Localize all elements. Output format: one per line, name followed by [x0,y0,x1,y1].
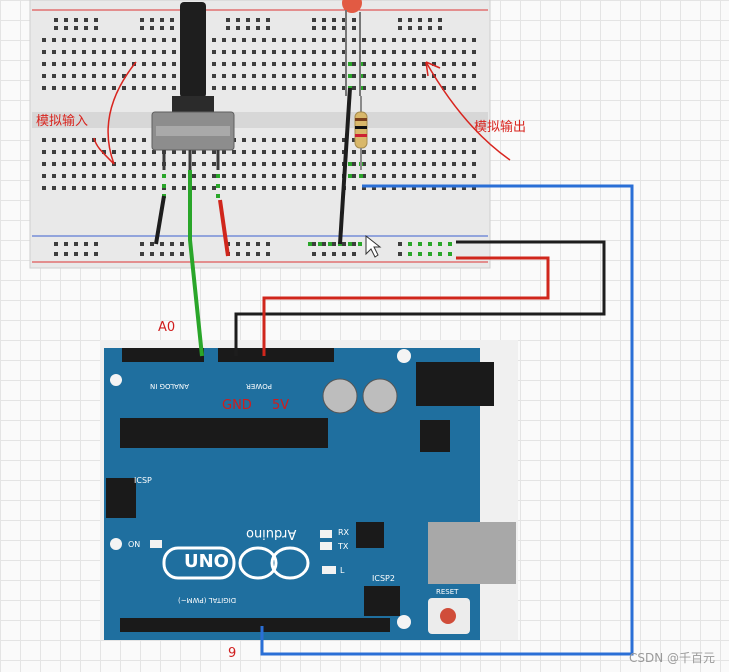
board-digital-text: DIGITAL (PWM~) [178,596,237,604]
potentiometer [151,2,235,170]
arrow-input [93,61,137,165]
label-pin-a0: A0 [158,320,176,335]
annotation-arrows [93,61,511,165]
wire-blue-pin9 [260,184,634,656]
board-analog-in-text: ANALOG IN [150,382,189,390]
label-pin-9: 9 [228,646,237,661]
board-tx-text: TX [338,542,349,551]
board-logo [162,546,310,580]
breadboard-holes [42,18,476,256]
board-icsp2-text: ICSP2 [372,574,395,583]
led-wire-black [338,87,352,245]
board-rx-text: RX [338,528,350,537]
resistor [354,96,368,170]
label-analog-input: 模拟输入 [36,114,89,129]
board-l-text: L [340,566,345,575]
mouse-cursor-icon [365,234,382,258]
board-icsp-text: ICSP [134,476,152,485]
watermark: CSDN @千百元 [628,651,715,665]
power-header [218,348,334,362]
arduino-board [100,340,518,640]
breadboard-center-channel [32,112,488,128]
label-pin-5v: 5V [272,398,290,413]
wire-red-5v [262,256,550,356]
board-power-text: POWER [246,382,272,390]
wire-black-gnd [234,240,606,356]
pot-wire-black [154,195,166,245]
usb-port [428,522,516,584]
board-brand-text: Arduino [246,526,297,541]
breadboard [29,0,491,269]
analog-header [122,348,204,362]
arrow-output-head [425,61,441,77]
board-on-text: ON [128,540,141,549]
led [342,0,362,96]
icsp-header [106,478,136,518]
label-pin-gnd: GND [222,398,252,413]
wires [154,87,634,656]
board-reset-text: RESET [436,588,459,596]
board-model-text: UNO [184,551,229,572]
wire-green-a0 [188,170,204,357]
dc-jack [416,362,494,406]
icsp2-header [364,586,400,616]
label-analog-output: 模拟输出 [474,120,527,135]
digital-header [120,618,390,632]
arrow-output [425,61,511,161]
microcontroller-chip [120,418,328,448]
pot-wire-red [218,199,230,257]
